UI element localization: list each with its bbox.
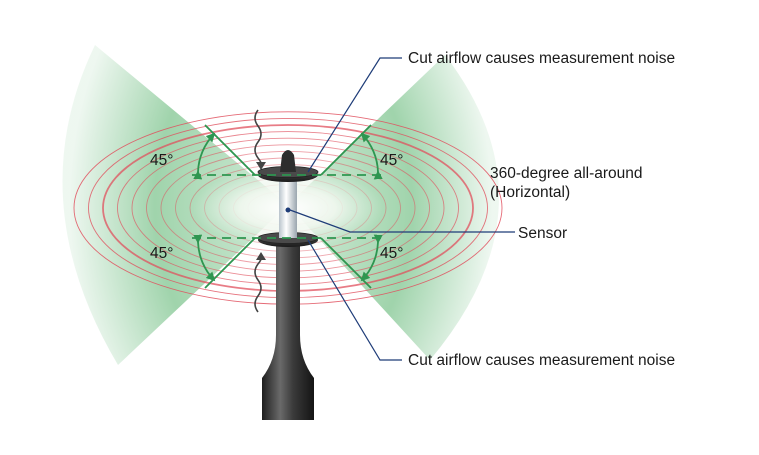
- angle-label-bottom-left: 45°: [150, 245, 173, 262]
- bottom-airflow-arrowhead: [256, 252, 266, 260]
- bottom-airflow-arrow: [254, 253, 263, 313]
- top-airflow-arrow: [254, 109, 263, 169]
- angle-label-top-left: 45°: [150, 152, 173, 169]
- right-sensitivity-cone: [288, 55, 499, 360]
- probe-cap: [280, 150, 296, 172]
- angle-guides: [193, 124, 383, 289]
- angle-label-top-right: 45°: [380, 152, 403, 169]
- callout-leaders: [289, 57, 515, 361]
- omni-label-line2: (Horizontal): [490, 184, 570, 201]
- omni-label-line1: 360-degree all-around: [490, 165, 643, 182]
- angle-label-bottom-right: 45°: [380, 245, 403, 262]
- probe-handle: [262, 246, 314, 420]
- sensor-point: [285, 207, 291, 213]
- left-sensitivity-cone: [62, 45, 288, 365]
- bottom-callout-label: Cut airflow causes measurement noise: [408, 352, 675, 369]
- top-airflow-arrowhead: [256, 162, 266, 170]
- sensor-label: Sensor: [518, 225, 567, 242]
- top-callout-label: Cut airflow causes measurement noise: [408, 50, 675, 67]
